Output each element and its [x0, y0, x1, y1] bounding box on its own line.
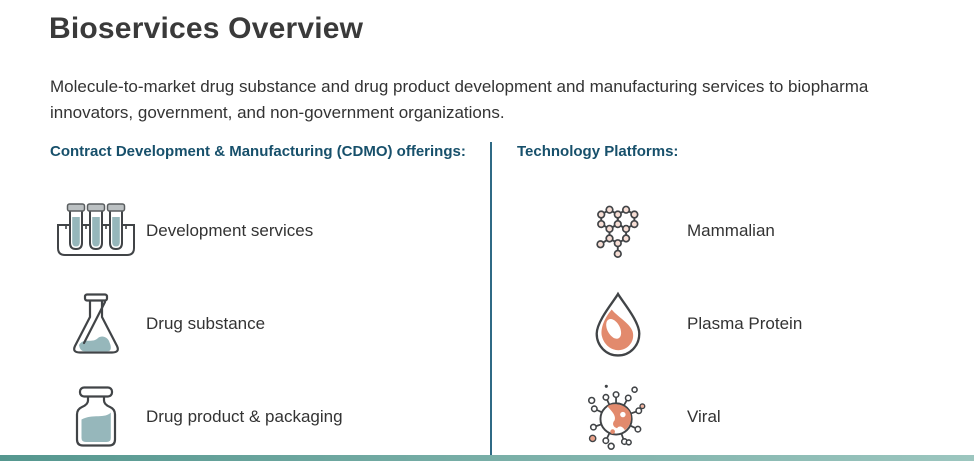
page-subtitle: Molecule-to-market drug substance and dr…: [50, 74, 950, 126]
technology-items: Mammalian Plasma Protein: [517, 184, 967, 461]
test-tubes-icon: [57, 202, 135, 256]
item-label: Viral: [687, 406, 721, 426]
icon-cell: [553, 378, 683, 456]
cdmo-column: Contract Development & Manufacturing (CD…: [50, 143, 485, 461]
technology-item-mammalian: Mammalian: [517, 184, 967, 277]
item-label: Plasma Protein: [687, 313, 803, 333]
page-title: Bioservices Overview: [49, 12, 364, 45]
item-label: Development services: [146, 220, 314, 240]
technology-item-plasma-protein: Plasma Protein: [517, 277, 967, 370]
subtitle-line-1: Molecule-to-market drug substance and dr…: [50, 77, 869, 96]
icon-cell: [50, 291, 142, 357]
molecule-icon: [596, 205, 639, 258]
item-label: Drug product & packaging: [146, 406, 343, 426]
virus-icon: [587, 384, 646, 450]
cdmo-items: Development services Drug substance: [50, 184, 485, 461]
cdmo-heading: Contract Development & Manufacturing (CD…: [50, 143, 466, 160]
icon-cell: [553, 200, 683, 262]
cdmo-item-drug-product: Drug product & packaging: [50, 370, 485, 461]
footer-accent-bar: [0, 455, 974, 461]
column-divider: [490, 142, 492, 455]
icon-cell: [50, 384, 142, 450]
cdmo-item-development-services: Development services: [50, 184, 485, 277]
erlenmeyer-flask-icon: [73, 292, 119, 354]
technology-heading: Technology Platforms:: [517, 143, 679, 160]
subtitle-line-2: innovators, government, and non-governme…: [50, 103, 505, 122]
cdmo-item-drug-substance: Drug substance: [50, 277, 485, 370]
icon-cell: [50, 200, 142, 262]
icon-cell: [553, 289, 683, 359]
item-label: Drug substance: [146, 313, 266, 333]
medicine-bottle-icon: [75, 385, 117, 447]
technology-column: Technology Platforms:: [517, 143, 967, 461]
item-label: Mammalian: [687, 220, 775, 240]
technology-item-viral: Viral: [517, 370, 967, 461]
blood-drop-icon: [595, 291, 641, 357]
